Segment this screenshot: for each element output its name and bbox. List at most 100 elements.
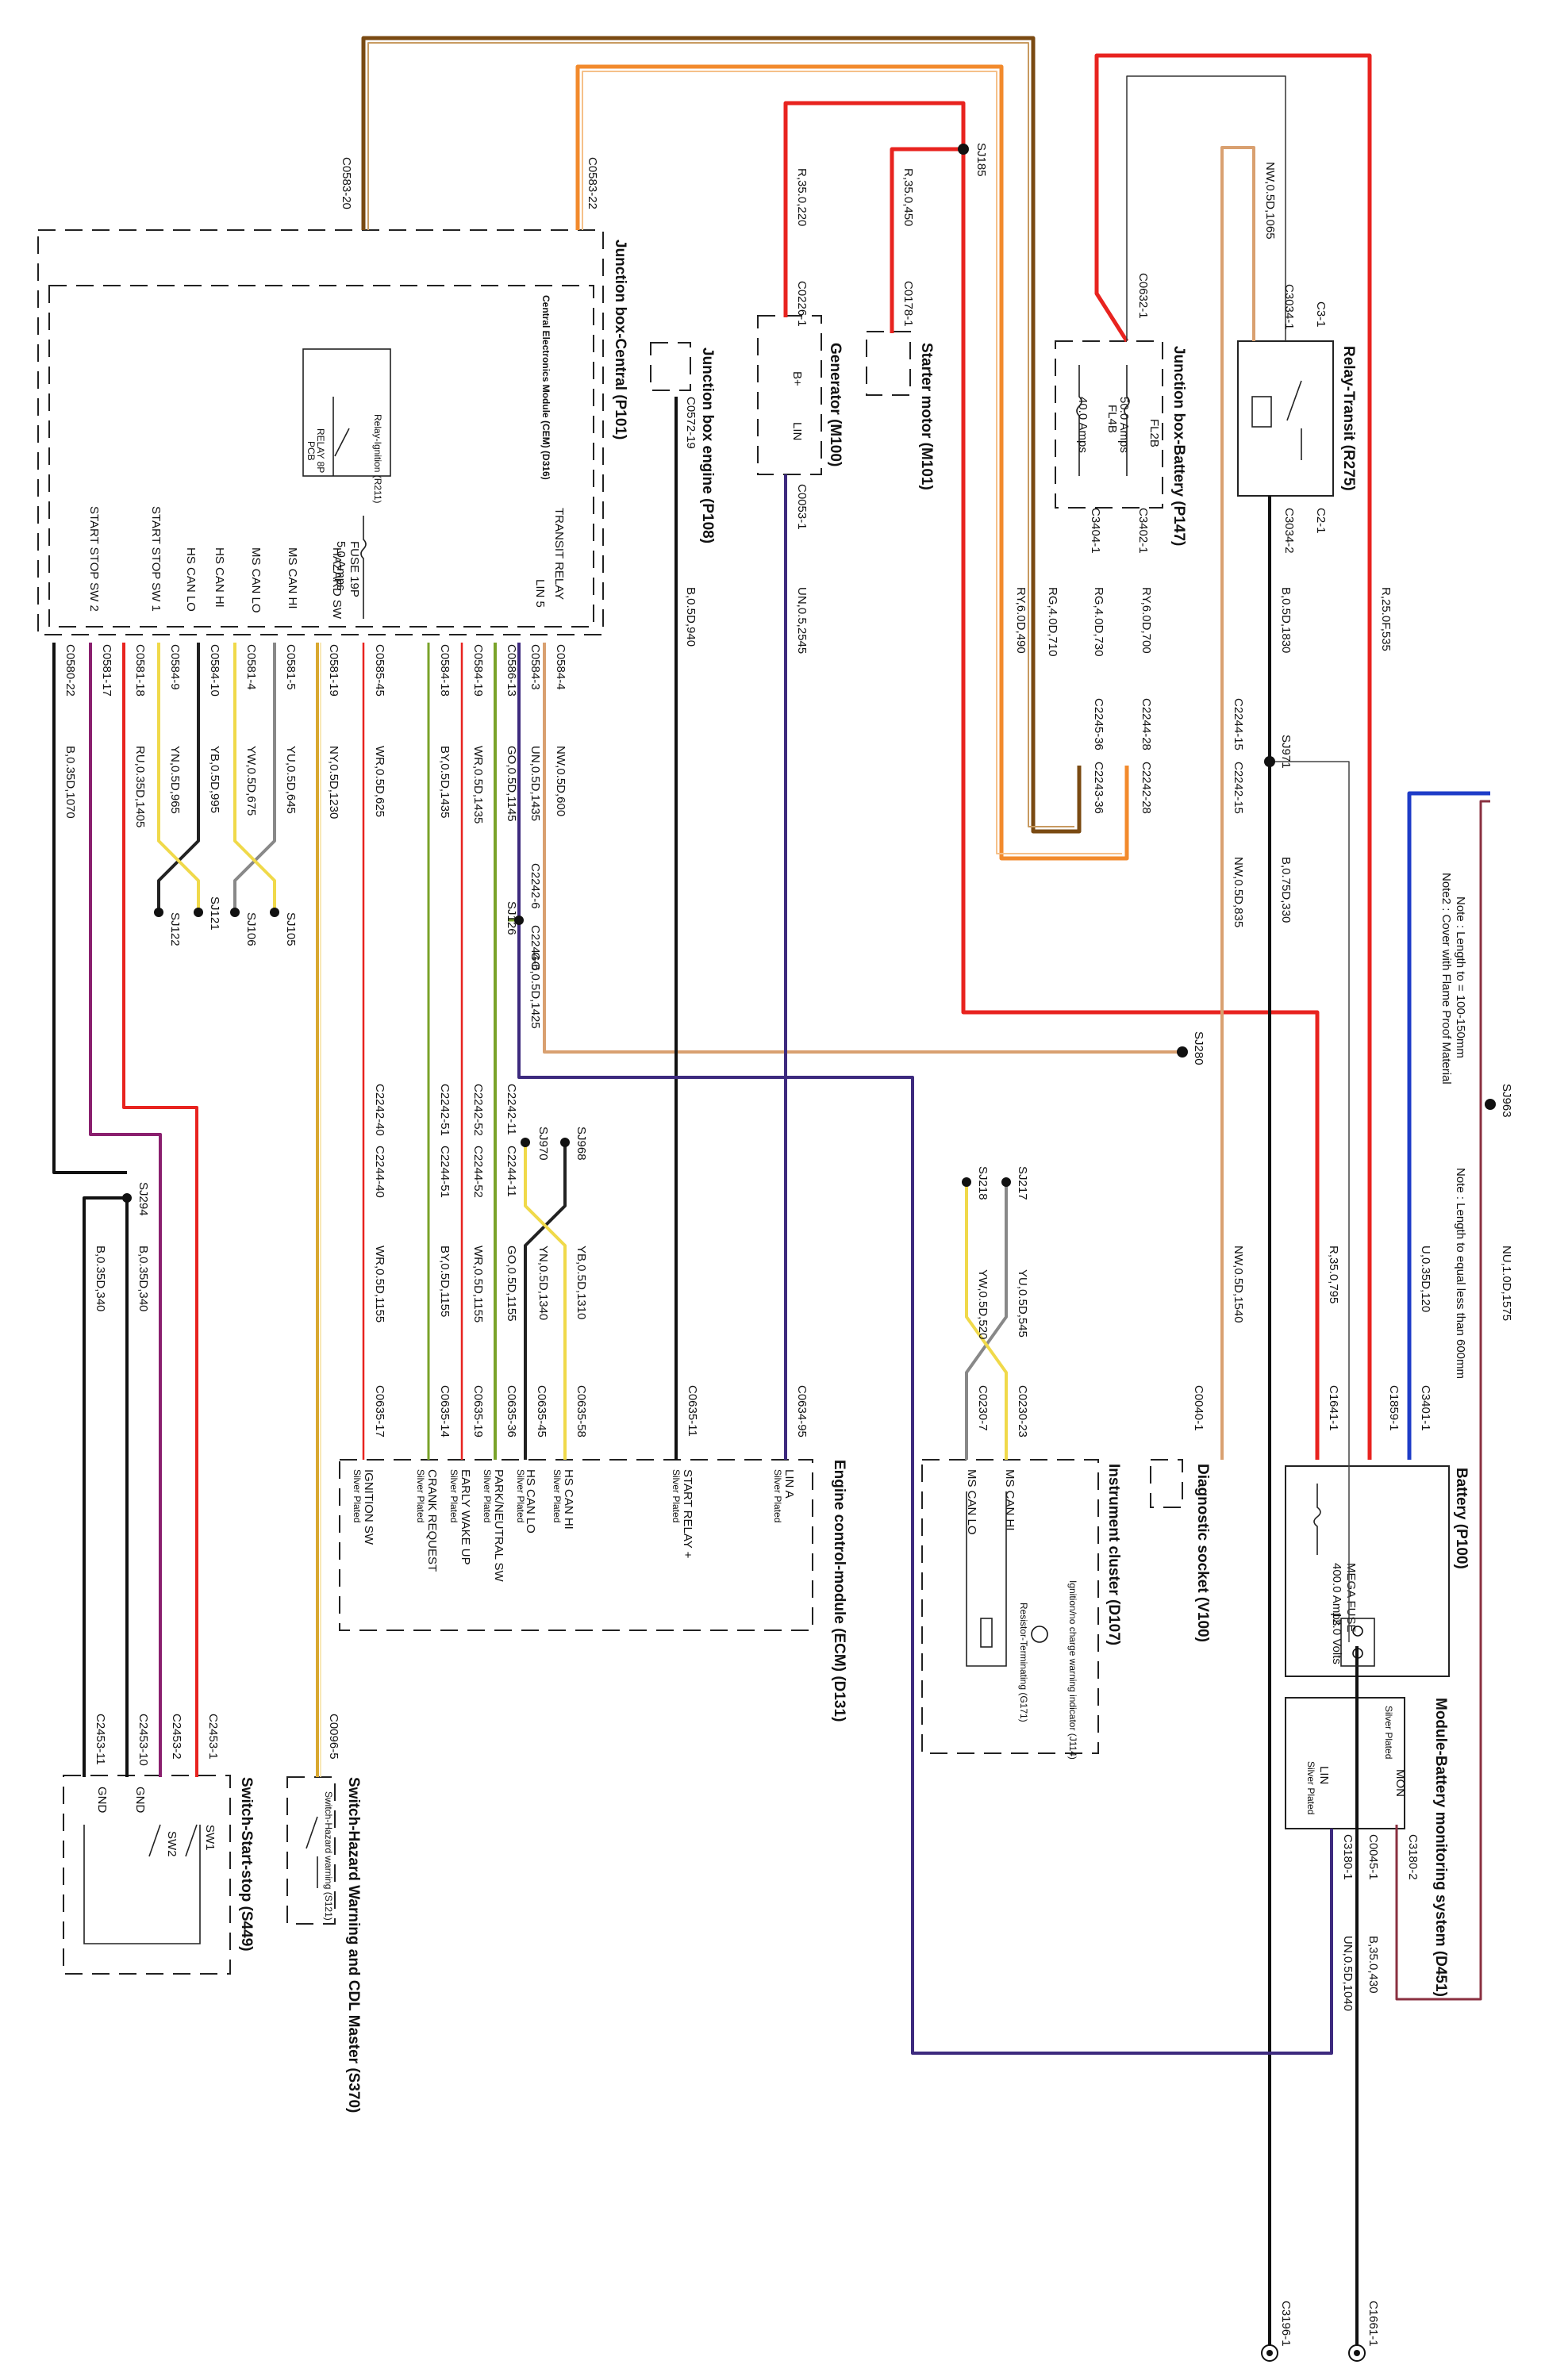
- conn-label: C0580-22: [63, 644, 77, 697]
- ecm-pin-hscanlo: HS CAN LO: [524, 1469, 537, 1534]
- jb-central-title: Junction box-Central (P101): [612, 240, 628, 440]
- fuse-19p-icon: [360, 516, 367, 619]
- splice-dot: [1264, 756, 1275, 767]
- conn-label: C0572-19: [684, 397, 698, 449]
- splice-dot: [122, 1193, 132, 1203]
- ecm-pin-ignsw: IGNITION SW: [362, 1469, 375, 1545]
- relay-8p-label: RELAY 8P: [315, 428, 326, 473]
- conn-label: C2244-40: [373, 1146, 386, 1198]
- wire-label: B,35.0,430: [1366, 1936, 1380, 1994]
- cem-pin-ss1: START STOP SW 1: [149, 506, 163, 612]
- ecm-pin-hscanhi: HS CAN HI: [562, 1469, 575, 1530]
- conn-label: C2242-52: [471, 1084, 485, 1136]
- wire-label: UN,0.5D,1040: [1341, 1936, 1355, 2011]
- conn-label: C0581-5: [284, 644, 298, 690]
- conn-label: C3401-1: [1419, 1385, 1432, 1431]
- conn-label: C0581-18: [133, 644, 147, 697]
- conn-label: C0584-19: [471, 644, 485, 697]
- wire-label: RU,0.35D,1405: [133, 746, 147, 827]
- conn-label: C0230-23: [1016, 1385, 1029, 1438]
- conn-label: C0585-45: [373, 644, 386, 697]
- bms-title: Module-Battery monitoring system (D451): [1432, 1698, 1449, 1997]
- ecm-box: [339, 1459, 813, 1631]
- conn-label: C0635-36: [505, 1385, 518, 1438]
- ic-pin-mscanhi: MS CAN HI: [1003, 1469, 1017, 1531]
- silver-plated-label: Silver Plated: [671, 1469, 682, 1522]
- wire-label: GO,0.5D,1425: [528, 952, 542, 1029]
- splice-label: SJ105: [284, 912, 298, 946]
- conn-label: C2242-11: [505, 1084, 518, 1135]
- conn-label: C2245-36: [1092, 698, 1105, 750]
- conn-label: C3180-1: [1341, 1834, 1355, 1880]
- conn-label: C2453-11: [94, 1714, 107, 1765]
- wire-label: RY,6.0D,490: [1014, 587, 1028, 654]
- bms-pin-mon: MON: [1393, 1769, 1407, 1797]
- conn-label: C0635-58: [575, 1385, 588, 1438]
- wire-magenta-ru-1405: [89, 643, 162, 1777]
- relay-transit-box: [1237, 340, 1334, 497]
- wire-label: NW,0.5D,1065: [1263, 162, 1277, 240]
- wire-label: YB,0.5D,1310: [575, 1246, 588, 1319]
- conn-label: C0584-4: [554, 644, 567, 690]
- fuse-19p-label: FUSE 19P: [348, 541, 361, 597]
- ic-resistor-leads: [966, 1491, 1007, 1667]
- wire-black-b-340b: [83, 1196, 127, 1777]
- silver-plated-label: Silver Plated: [482, 1469, 493, 1522]
- switch-hazard-sub: Switch-Hazard warning (S121): [323, 1791, 334, 1921]
- wire-red-ss1: [122, 643, 198, 1777]
- wire-label: B,0.35D,1070: [63, 746, 77, 819]
- splice-label: SJ280: [1192, 1031, 1205, 1065]
- conn-label: C0581-19: [327, 644, 340, 697]
- splice-label: SJ968: [575, 1127, 588, 1161]
- wire-red-r25-535: [1094, 53, 1372, 1460]
- relay-transit-switch-icon: [1286, 380, 1302, 460]
- wire-label: BY,0.5D,1155: [438, 1246, 452, 1317]
- wire-label: YU,0.5D,545: [1016, 1269, 1029, 1338]
- cem-pin-mscanhi: MS CAN HI: [286, 547, 299, 609]
- splice-dot: [514, 916, 524, 925]
- conn-label: C2244-52: [471, 1146, 485, 1198]
- silver-plated-label: Silver Plated: [1305, 1761, 1316, 1814]
- ground-connector-dot: [1354, 2350, 1360, 2356]
- hazard-switch-icon: [306, 1816, 318, 1888]
- relay-ign-switch-icon: [332, 397, 350, 476]
- battery-box: [1285, 1465, 1450, 1677]
- battery-title: Battery (P100): [1453, 1468, 1470, 1569]
- instrument-cluster-box: [921, 1459, 1099, 1754]
- wire-yw-520: [965, 1182, 1008, 1460]
- battery-volts: 12.0 Volts: [1330, 1612, 1343, 1664]
- wire-yw-675: [233, 643, 276, 912]
- diagnostic-socket-box: [1150, 1459, 1183, 1508]
- junction-box-battery: [1055, 340, 1163, 509]
- conn-label: C0584-9: [168, 644, 182, 690]
- cem-pin-hscanhi: HS CAN HI: [213, 547, 226, 608]
- ic-resistor-icon: [980, 1618, 993, 1648]
- conn-label: C0583-22: [586, 157, 599, 209]
- conn-label: C0632-1: [1136, 273, 1150, 319]
- conn-label: C1641-1: [1327, 1385, 1340, 1431]
- fl2b-label: FL2B: [1147, 419, 1161, 447]
- wire-label: B,0.35D,340: [136, 1246, 150, 1311]
- conn-label: C3-1: [1314, 301, 1328, 328]
- conn-label: C0581-4: [244, 644, 258, 690]
- wire-purple-un-1435: [517, 643, 1333, 2055]
- ic-pin-mscanlo: MS CAN LO: [965, 1469, 978, 1535]
- wire-label: B,0.75D,330: [1279, 857, 1293, 923]
- relay-pcb-label: PCB: [306, 441, 317, 461]
- wire-black-b-1070: [52, 643, 127, 1174]
- silver-plated-label: Silver Plated: [352, 1469, 363, 1522]
- fuse-fl4b-icon: [1076, 365, 1082, 476]
- bms-box: [1285, 1697, 1405, 1829]
- conn-label: C0045-1: [1366, 1834, 1380, 1880]
- conn-label: C0226-1: [795, 281, 809, 327]
- conn-label: C0635-11: [686, 1385, 699, 1437]
- splice-label: SJ185: [974, 143, 988, 177]
- wire-label: B,0.5D,1830: [1279, 587, 1293, 653]
- ss-pin-gnd2: GND: [133, 1787, 147, 1814]
- ecm-pin-crank: CRANK REQUEST: [425, 1469, 439, 1572]
- silver-plated-label: Silver Plated: [1383, 1706, 1394, 1759]
- silver-plated-label: Silver Plated: [415, 1469, 426, 1522]
- conn-label: C0178-1: [901, 281, 915, 327]
- conn-label: C2242-15: [1232, 762, 1245, 814]
- conn-label: C1859-1: [1387, 1385, 1401, 1431]
